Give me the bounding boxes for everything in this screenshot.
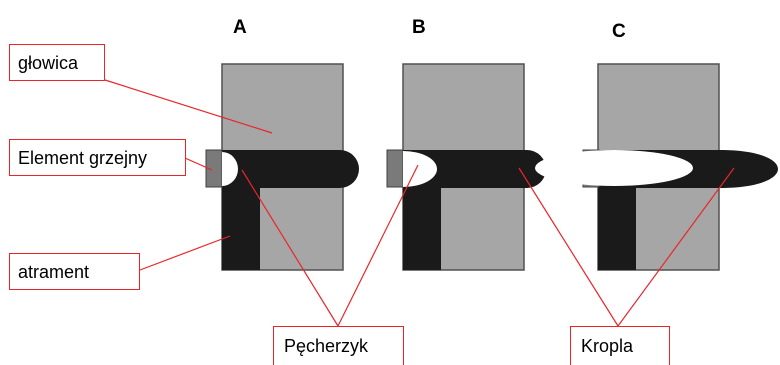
label-heater: Element grzejny <box>9 139 186 176</box>
panel-label-c: C <box>612 21 626 42</box>
leader-drop-b <box>518 167 619 327</box>
ink-channel-b <box>403 150 546 270</box>
leader-bubble-a <box>241 169 339 327</box>
ink-channel-a <box>222 150 359 270</box>
bubble-c <box>535 150 693 186</box>
leader-drop-c <box>617 167 735 327</box>
panel-c-graphic <box>535 63 778 271</box>
panel-b-graphic <box>386 63 546 271</box>
leader-head <box>104 79 273 134</box>
label-ink: atrament <box>9 253 140 290</box>
leader-lines <box>104 79 735 327</box>
leader-bubble-b <box>337 164 419 327</box>
panel-a-graphic <box>205 63 359 271</box>
leader-heater <box>184 157 213 171</box>
panel-label-a: A <box>233 17 247 38</box>
label-drop: Kropla <box>570 326 670 365</box>
leader-ink <box>139 235 231 271</box>
label-bubble: Pęcherzyk <box>273 326 404 365</box>
heater-b <box>386 149 404 188</box>
bubble-a <box>222 152 238 186</box>
panel-label-b: B <box>412 17 426 38</box>
label-head: głowica <box>9 44 105 81</box>
